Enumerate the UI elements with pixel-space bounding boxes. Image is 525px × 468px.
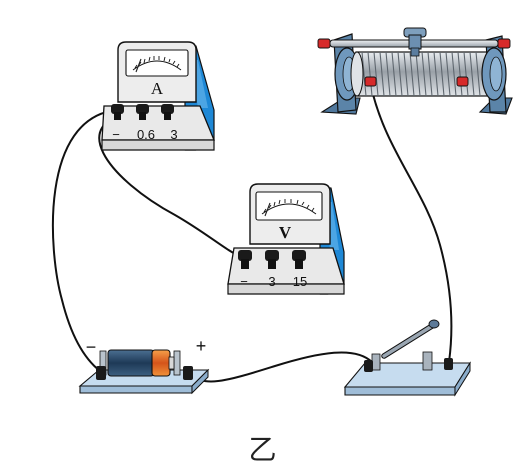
voltmeter-label-negative: − xyxy=(240,274,248,289)
rheostat-slider[interactable] xyxy=(403,27,427,57)
voltmeter-label-3: 3 xyxy=(268,274,275,289)
ammeter-terminal-3[interactable] xyxy=(161,104,174,120)
ammeter-label-negative: − xyxy=(112,127,120,142)
ammeter-terminal-0.6[interactable] xyxy=(136,104,149,120)
rheostat-terminal-bottom-left[interactable] xyxy=(364,76,377,87)
ammeter: A − 0.6 3 xyxy=(101,41,215,151)
voltmeter-terminal-negative[interactable] xyxy=(238,250,252,269)
voltmeter: V − 3 15 xyxy=(227,183,345,295)
switch xyxy=(343,319,471,397)
wire-rheostat-to-switch xyxy=(370,85,453,363)
voltmeter-terminal-15[interactable] xyxy=(292,250,306,269)
wire-ammeter-neg-to-battery-neg xyxy=(51,109,118,372)
ammeter-label-0.6: 0.6 xyxy=(137,127,155,142)
ammeter-label-3: 3 xyxy=(170,127,177,142)
battery-terminal-negative[interactable] xyxy=(96,366,106,380)
voltmeter-terminal-3[interactable] xyxy=(265,250,279,269)
rheostat-terminal-bottom-right[interactable] xyxy=(456,76,469,87)
switch-terminal-right[interactable] xyxy=(444,358,453,370)
battery-terminal-positive[interactable] xyxy=(183,366,193,380)
battery: − + xyxy=(78,336,210,395)
battery-positive-sign: + xyxy=(196,336,207,356)
rheostat-terminal-top-right[interactable] xyxy=(497,38,511,49)
battery-negative-sign: − xyxy=(86,337,97,357)
switch-terminal-left[interactable] xyxy=(364,360,373,372)
rheostat xyxy=(317,27,513,115)
wire-battery-pos-to-switch xyxy=(189,351,373,383)
ammeter-symbol: A xyxy=(151,79,164,98)
voltmeter-label-15: 15 xyxy=(293,274,307,289)
voltmeter-symbol: V xyxy=(279,223,292,242)
rheostat-terminal-top-left[interactable] xyxy=(317,38,331,49)
switch-lever[interactable] xyxy=(381,319,440,359)
ammeter-terminal-negative[interactable] xyxy=(111,104,124,120)
figure-caption: 乙 xyxy=(248,433,277,466)
